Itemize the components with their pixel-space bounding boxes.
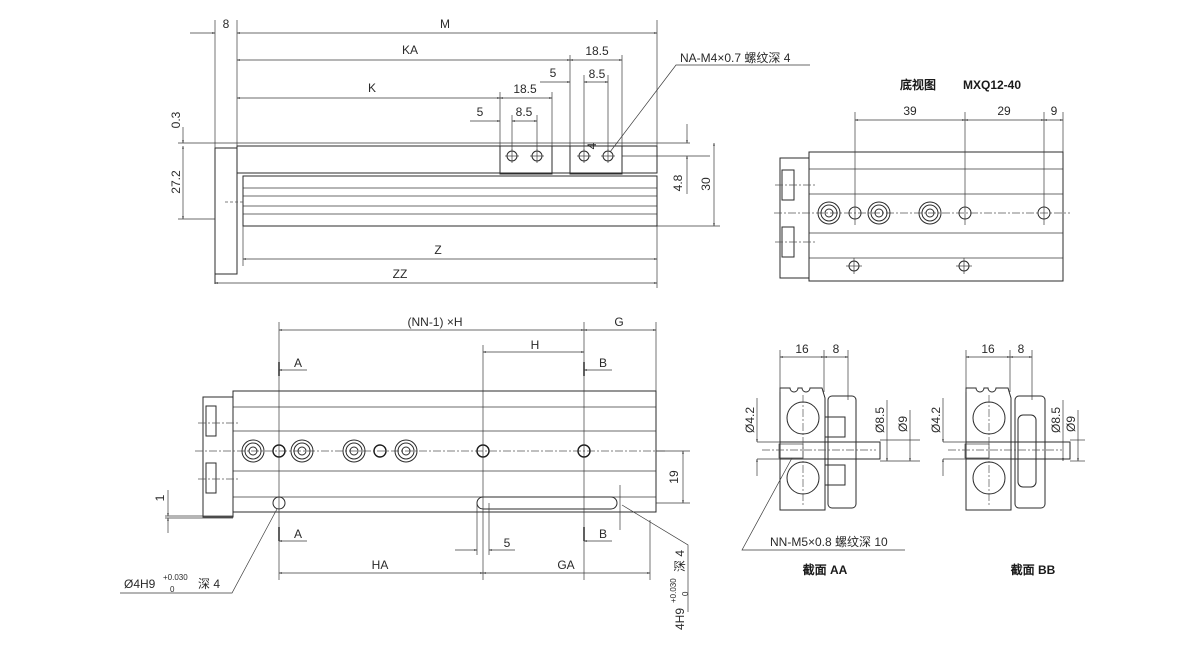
section-b-mark-bottom: B	[599, 527, 607, 541]
top-view: 8 M KA 18.5 5 8.5 K 18.5 5 8.5 0.3 27.2 …	[169, 17, 810, 288]
dim-G: G	[614, 315, 623, 329]
callout-slot: 4H9 +0.030 0 深 4	[669, 550, 690, 630]
tap-hole	[530, 149, 544, 163]
callout-na-thread: NA-M4×0.7 螺纹深 4	[680, 51, 791, 65]
dim-dia-9: Ø9	[896, 416, 910, 432]
callout-pin-tol-upper: +0.030	[163, 573, 188, 582]
callout-pin-main: Ø4H9	[124, 577, 156, 591]
through-hole	[373, 444, 387, 458]
side-view: (NN-1) ×H G H A B A B 19 1 5 HA GA Ø4H9 …	[120, 315, 690, 630]
dim-hole-spacing-a: 8.5	[516, 105, 533, 119]
bottom-view-title: 底视图	[900, 77, 936, 92]
dim-nn-h: (NN-1) ×H	[407, 315, 462, 329]
dim-H: H	[531, 338, 540, 352]
dim-1: 1	[153, 494, 167, 501]
dim-flange-width: 8	[223, 17, 230, 31]
pin-hole	[846, 258, 862, 274]
dim-height-left: 27.2	[169, 170, 183, 194]
dim-KA: KA	[402, 43, 418, 57]
dim-16: 16	[981, 342, 995, 356]
counterbore-hole	[342, 439, 366, 463]
callout-pin-hole: Ø4H9 +0.030 0 深 4	[124, 573, 220, 594]
rail-body	[242, 175, 658, 227]
section-a-mark-top: A	[294, 356, 302, 370]
dim-dia-4-2: Ø4.2	[743, 407, 757, 433]
counterbore-hole	[290, 439, 314, 463]
tap-hole	[505, 149, 519, 163]
end-flange	[214, 147, 238, 275]
pin-hole	[956, 258, 972, 274]
dim-39: 39	[903, 104, 917, 118]
callout-slot-tol-upper: +0.030	[669, 578, 678, 603]
tap-hole	[577, 149, 591, 163]
dim-depth-4: 4	[585, 142, 599, 149]
counterbore-hole	[867, 201, 891, 225]
dim-16: 16	[795, 342, 809, 356]
model-number: MXQ12-40	[963, 78, 1021, 92]
table-body	[236, 145, 658, 174]
tap-hole	[601, 149, 615, 163]
callout-slot-depth: 深 4	[673, 550, 687, 572]
dim-8: 8	[1018, 342, 1025, 356]
section-bb-title: 截面 BB	[1011, 562, 1056, 577]
counterbore-hole	[817, 201, 841, 225]
callout-pin-depth: 深 4	[198, 577, 220, 591]
dim-dia-4-2: Ø4.2	[929, 407, 943, 433]
dim-ZZ: ZZ	[393, 267, 408, 281]
dim-pitch-b: 18.5	[585, 44, 609, 58]
dim-8: 8	[833, 342, 840, 356]
counterbore-hole	[394, 439, 418, 463]
mount-block-1	[499, 145, 553, 175]
callout-slot-tol-lower: 0	[681, 591, 690, 596]
dim-center-4-8: 4.8	[671, 174, 685, 191]
dim-K: K	[368, 81, 376, 95]
section-aa-title: 截面 AA	[803, 562, 848, 577]
mount-block-2	[569, 145, 623, 175]
dim-offset-a: 5	[477, 105, 484, 119]
counterbore-hole	[241, 439, 265, 463]
dim-Z: Z	[434, 243, 441, 257]
dim-hole-spacing-b: 8.5	[589, 67, 606, 81]
section-aa: 16 8 Ø4.2 Ø8.5 Ø9 NN-M5×0.8 螺纹深 10 截面 AA	[741, 342, 920, 577]
callout-nn-thread: NN-M5×0.8 螺纹深 10	[770, 535, 888, 549]
section-bb: 16 8 Ø4.2 Ø8.5 Ø9 截面 BB	[929, 342, 1085, 577]
pin-slot	[476, 496, 618, 510]
counterbore-hole	[918, 201, 942, 225]
dim-29: 29	[997, 104, 1011, 118]
section-b-mark-top: B	[599, 356, 607, 370]
dim-5: 5	[504, 536, 511, 550]
dim-pitch-a: 18.5	[513, 82, 537, 96]
callout-slot-main: 4H9	[673, 608, 687, 630]
dim-9: 9	[1051, 104, 1058, 118]
dim-gap-top: 0.3	[169, 111, 183, 128]
dim-M: M	[440, 17, 450, 31]
section-a-mark-bottom: A	[294, 527, 302, 541]
dim-19: 19	[667, 470, 681, 484]
dim-dia-8-5: Ø8.5	[1049, 407, 1063, 433]
dim-dia-9: Ø9	[1064, 416, 1078, 432]
dim-offset-b: 5	[550, 66, 557, 80]
dim-dia-8-5: Ø8.5	[873, 407, 887, 433]
callout-pin-tol-lower: 0	[170, 585, 175, 594]
dim-height-30: 30	[699, 177, 713, 191]
dim-HA: HA	[372, 558, 389, 572]
bottom-view: 底视图 MXQ12-40 39 29 9	[774, 77, 1070, 282]
dim-GA: GA	[557, 558, 574, 572]
